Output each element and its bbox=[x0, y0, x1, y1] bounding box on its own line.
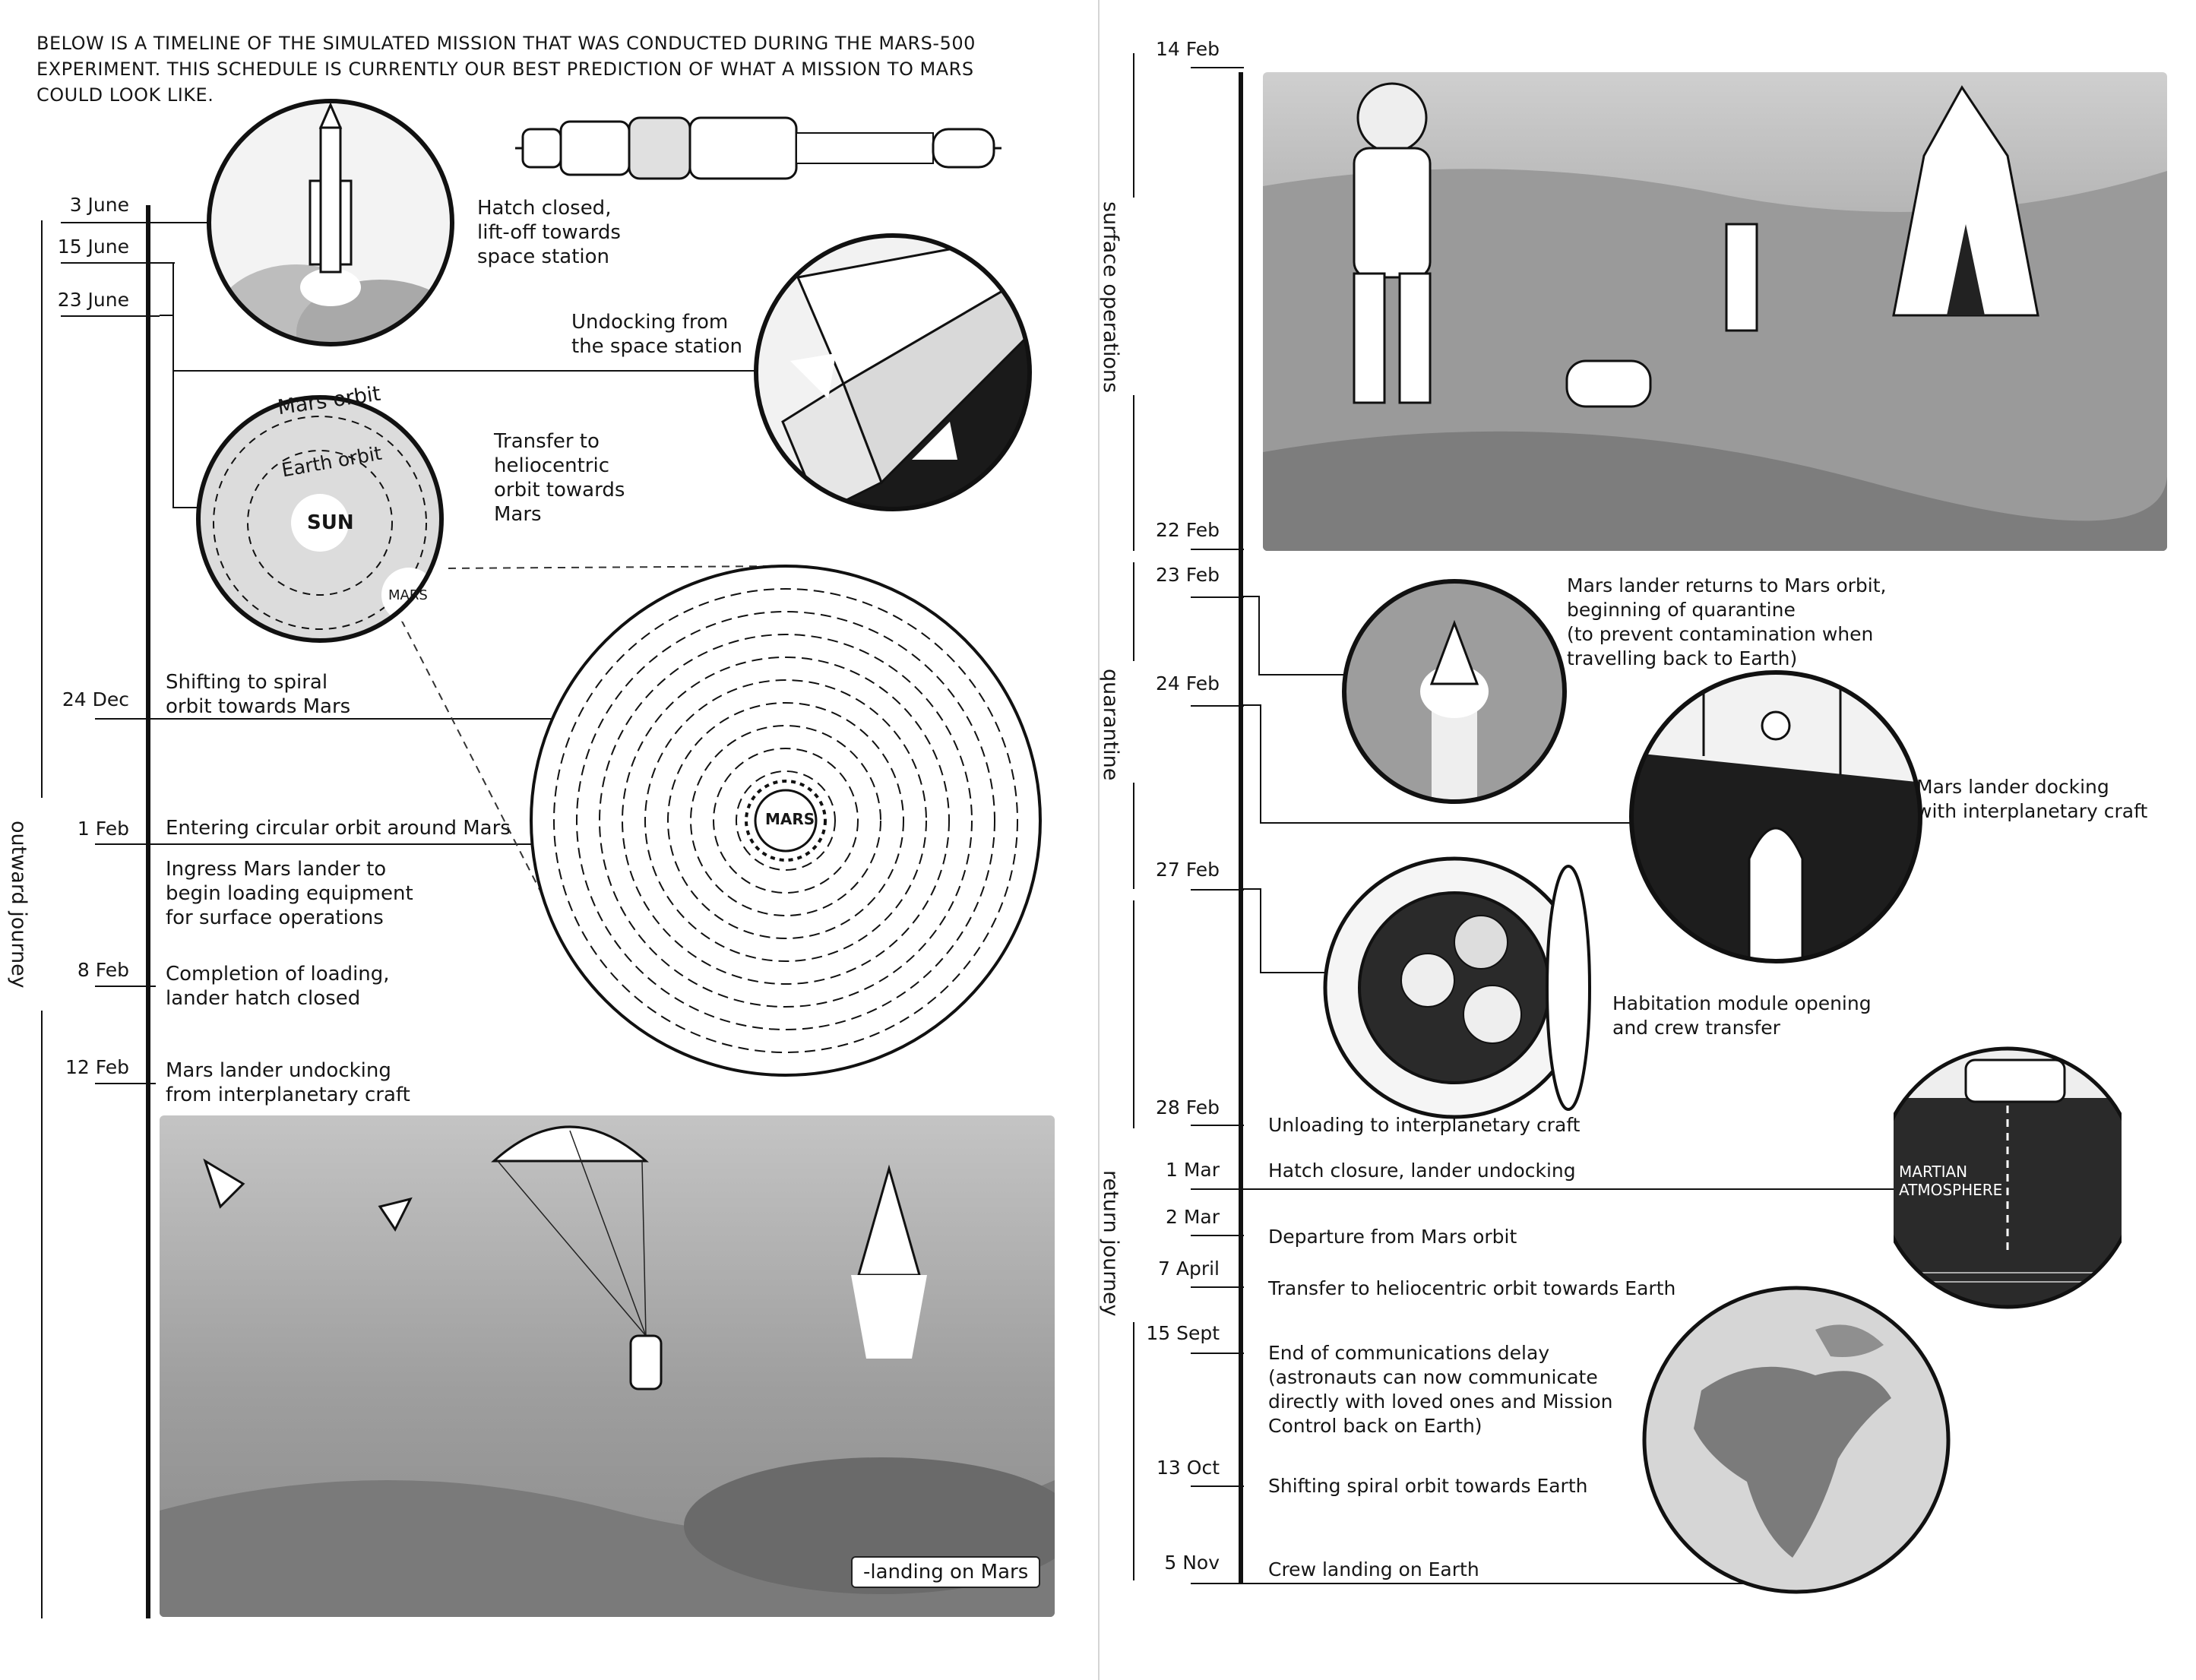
tick-8-feb bbox=[95, 986, 156, 987]
rocket-liftoff-illustration bbox=[207, 99, 454, 346]
tick-2-mar bbox=[1191, 1235, 1244, 1236]
habitation-module-illustration bbox=[1323, 856, 1591, 1119]
date-23-june: 23 June bbox=[57, 289, 129, 311]
tick-27-feb bbox=[1191, 889, 1244, 891]
date-15-june: 15 June bbox=[57, 236, 129, 258]
event-text-23-june: Transfer to heliocentric orbit towards M… bbox=[494, 430, 625, 526]
bracket-quarantine-top bbox=[1133, 562, 1134, 661]
event-text-ingress: Ingress Mars lander to begin loading equ… bbox=[166, 858, 413, 929]
landing-on-mars-panel: -landing on Mars bbox=[160, 1115, 1055, 1617]
date-1-feb: 1 Feb bbox=[77, 818, 129, 840]
event-text-12-feb: Mars lander undocking from interplanetar… bbox=[166, 1059, 410, 1106]
surface-operations-panel bbox=[1263, 72, 2167, 551]
tick-15-sept bbox=[1191, 1353, 1244, 1354]
bracket-surface-top bbox=[1133, 53, 1134, 198]
label-mars-spiral: MARS bbox=[765, 810, 815, 828]
tick-23-feb bbox=[1191, 596, 1244, 598]
timeline-spine-right bbox=[1239, 72, 1243, 1584]
event-text-1-mar: Hatch closure, lander undocking bbox=[1268, 1160, 1576, 1182]
bracket-return-bottom bbox=[1133, 1322, 1134, 1580]
phase-bracket-top bbox=[41, 220, 43, 798]
date-28-feb: 28 Feb bbox=[1155, 1096, 1220, 1118]
label-martian-atmosphere: MARTIAN ATMOSPHERE bbox=[1899, 1163, 2003, 1199]
event-text-8-feb: Completion of loading, lander hatch clos… bbox=[166, 963, 390, 1010]
date-23-feb: 23 Feb bbox=[1155, 564, 1220, 586]
left-page: BELOW IS A TIMELINE OF THE SIMULATED MIS… bbox=[7, 33, 1055, 1618]
space-station-illustration bbox=[515, 116, 1001, 180]
event-text-15-sept: End of communications delay (astronauts … bbox=[1268, 1342, 1613, 1437]
event-text-24-feb: Mars lander docking with interplanetary … bbox=[1916, 776, 2148, 822]
tick-24-feb bbox=[1191, 705, 1244, 707]
date-2-mar: 2 Mar bbox=[1165, 1206, 1220, 1228]
event-text-2-mar: Departure from Mars orbit bbox=[1268, 1226, 1517, 1248]
date-7-april: 7 April bbox=[1158, 1258, 1220, 1280]
tick-28-feb bbox=[1191, 1125, 1244, 1126]
tick-13-oct bbox=[1191, 1485, 1244, 1487]
surface-scene bbox=[1263, 82, 2167, 551]
event-text-3-june: Hatch closed, lift-off towards space sta… bbox=[477, 197, 621, 268]
intro-text: BELOW IS A TIMELINE OF THE SIMULATED MIS… bbox=[36, 33, 976, 106]
event-text-23-feb: Mars lander returns to Mars orbit, begin… bbox=[1567, 574, 1887, 669]
earth-illustration bbox=[1642, 1286, 1951, 1594]
tick-24-dec bbox=[95, 718, 566, 720]
tick-5-nov bbox=[1191, 1583, 1783, 1584]
undocking-illustration bbox=[754, 233, 1032, 511]
bracket-quarantine-bottom bbox=[1133, 783, 1134, 889]
date-5-nov: 5 Nov bbox=[1164, 1552, 1220, 1574]
tick-23-june bbox=[61, 315, 160, 317]
timeline-spine-left bbox=[146, 205, 150, 1618]
event-text-24-dec: Shifting to spiral orbit towards Mars bbox=[166, 671, 351, 718]
phase-bracket-bottom bbox=[41, 1011, 43, 1618]
landing-caption: -landing on Mars bbox=[851, 1556, 1041, 1588]
right-connectors bbox=[1240, 596, 1631, 973]
date-13-oct: 13 Oct bbox=[1157, 1457, 1220, 1479]
date-27-feb: 27 Feb bbox=[1155, 859, 1220, 881]
tick-15-june bbox=[61, 262, 175, 264]
lander-docking-illustration bbox=[1629, 670, 1922, 963]
event-text-7-april: Transfer to heliocentric orbit towards E… bbox=[1268, 1277, 1676, 1299]
martian-atmosphere-illustration bbox=[1894, 1046, 2122, 1309]
bracket-return-top bbox=[1133, 900, 1134, 1128]
tick-1-feb bbox=[95, 843, 756, 845]
lander-return-illustration bbox=[1342, 579, 1567, 804]
event-text-1-feb: Entering circular orbit around Mars bbox=[166, 817, 511, 840]
date-15-sept: 15 Sept bbox=[1146, 1322, 1220, 1344]
label-mars-small: MARS bbox=[388, 587, 428, 603]
event-text-13-oct: Shifting spiral orbit towards Earth bbox=[1268, 1475, 1588, 1497]
date-12-feb: 12 Feb bbox=[65, 1056, 129, 1078]
event-text-15-june: Undocking from the space station bbox=[571, 311, 742, 358]
date-3-june: 3 June bbox=[69, 194, 129, 216]
spiral-orbit-diagram bbox=[530, 565, 1042, 1077]
date-14-feb: 14 Feb bbox=[1155, 38, 1220, 60]
landing-scene bbox=[160, 1125, 1055, 1617]
left-connectors bbox=[160, 262, 780, 905]
bracket-surface-bottom bbox=[1133, 395, 1134, 551]
date-24-feb: 24 Feb bbox=[1155, 672, 1220, 694]
heliocentric-orbit-diagram bbox=[196, 395, 444, 643]
label-sun: SUN bbox=[307, 511, 354, 534]
date-1-mar: 1 Mar bbox=[1165, 1159, 1220, 1181]
tick-3-june bbox=[61, 222, 209, 223]
date-22-feb: 22 Feb bbox=[1155, 519, 1220, 541]
event-text-5-nov: Crew landing on Earth bbox=[1268, 1558, 1479, 1580]
tick-1-mar bbox=[1191, 1188, 2042, 1190]
tick-12-feb bbox=[95, 1083, 156, 1084]
tick-14-feb bbox=[1191, 67, 1244, 68]
event-text-27-feb: Habitation module opening and crew trans… bbox=[1612, 992, 1872, 1039]
date-8-feb: 8 Feb bbox=[77, 959, 129, 981]
tick-22-feb bbox=[1191, 549, 1244, 550]
date-24-dec: 24 Dec bbox=[62, 688, 129, 710]
right-page: surface operations quarantine return jou… bbox=[1098, 0, 2196, 1680]
tick-7-april bbox=[1191, 1286, 1244, 1288]
